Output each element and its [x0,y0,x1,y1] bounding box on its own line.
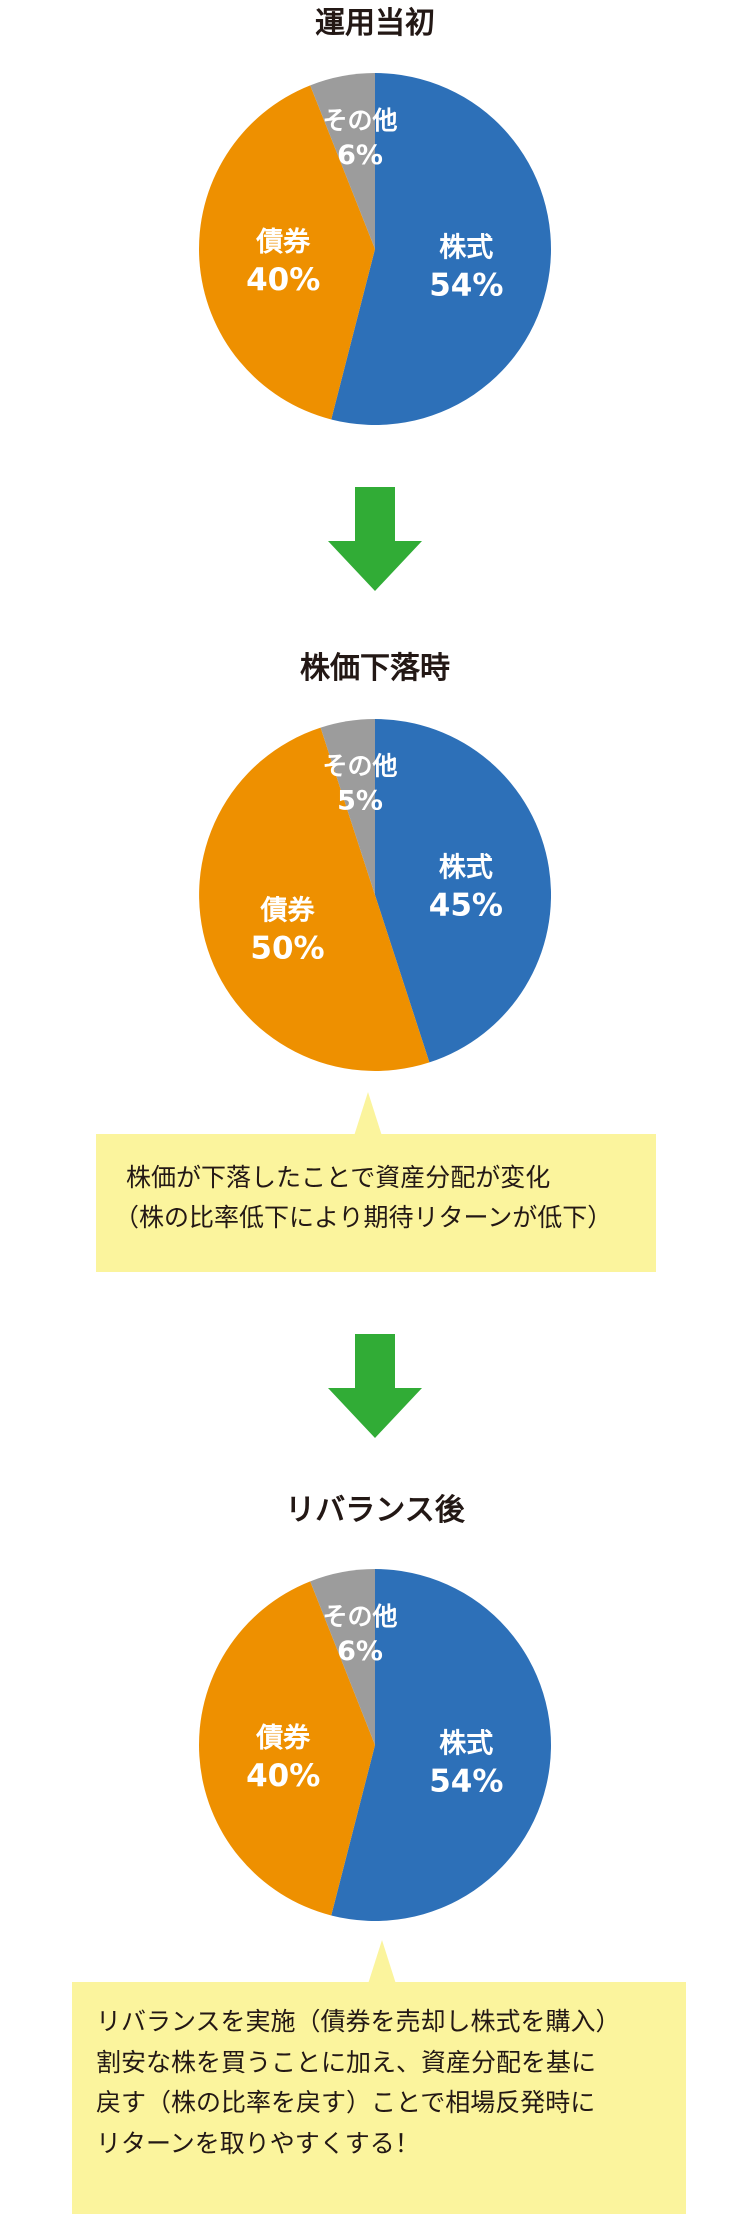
callout-text-line: 割安な株を買うことに加え、資産分配を基に [96,2047,597,2077]
section-title-drop: 株価下落時 [300,651,450,686]
pie-chart-drop: 株式 45% 債券 50% その他 5% [199,719,552,1071]
pie-slice-other [310,1569,375,1745]
pie-label-other: その他 [322,106,397,135]
pie-slice-bonds [199,85,375,420]
pie-value-bonds: 40% [246,262,320,298]
pie-label-stocks: 株式 [439,1729,493,1760]
pie-slice-other [320,719,375,895]
pie-chart-rebalance: 株式 54% 債券 40% その他 6% [199,1569,552,1921]
pie-value-stocks: 54% [429,1764,503,1800]
pie-slice-bonds [199,1581,375,1916]
section-title-initial: 運用当初 [315,6,435,41]
pie-slice-other [310,73,375,249]
pie-value-bonds: 50% [250,930,324,966]
pie-slice-stocks [375,719,552,1063]
callout-box: リバランスを実施（債券を売却し株式を購入） 割安な株を買うことに加え、資産分配を… [72,1982,686,2214]
pie-chart-initial: 株式 54% 債券 40% その他 6% [199,73,552,425]
callout-text-line: リターンを取りやすくする！ [96,2128,420,2158]
arrow-down-icon [328,487,422,591]
callout-text-line: （株の比率低下により期待リターンが低下） [114,1203,613,1232]
pie-value-other: 6% [337,1636,383,1667]
pie-label-other: その他 [322,1602,397,1631]
pie-label-stocks: 株式 [439,233,493,264]
pie-label-stocks: 株式 [439,853,493,884]
callout-box: 株価が下落したことで資産分配が変化 （株の比率低下により期待リターンが低下） [96,1134,656,1272]
pie-label-other: その他 [322,752,397,781]
callout-tail [368,1940,396,1984]
pie-value-bonds: 40% [246,1758,320,1794]
pie-slice-stocks [331,1569,552,1921]
pie-value-other: 6% [337,140,383,171]
pie-slice-stocks [331,73,552,425]
section-title-rebalance: リバランス後 [285,1493,465,1528]
pie-label-bonds: 債券 [255,226,311,258]
arrow-down-icon [328,1334,422,1438]
pie-value-other: 5% [337,786,383,817]
callout-tail [354,1092,382,1136]
pie-value-stocks: 45% [429,888,503,924]
pie-label-bonds: 債券 [260,894,316,926]
callout-text-line: 株価が下落したことで資産分配が変化 [126,1163,551,1192]
pie-value-stocks: 54% [429,268,503,304]
pie-label-bonds: 債券 [255,1722,311,1754]
pie-slice-bonds [199,727,430,1071]
callout-text-line: リバランスを実施（債券を売却し株式を購入） [96,2007,621,2036]
callout-drop: 株価が下落したことで資産分配が変化 （株の比率低下により期待リターンが低下） [96,1092,656,1280]
callout-text-line: 戻す（株の比率を戻す）ことで相場反発時に [96,2088,596,2117]
callout-rebalance: リバランスを実施（債券を売却し株式を購入） 割安な株を買うことに加え、資産分配を… [72,1940,686,2214]
